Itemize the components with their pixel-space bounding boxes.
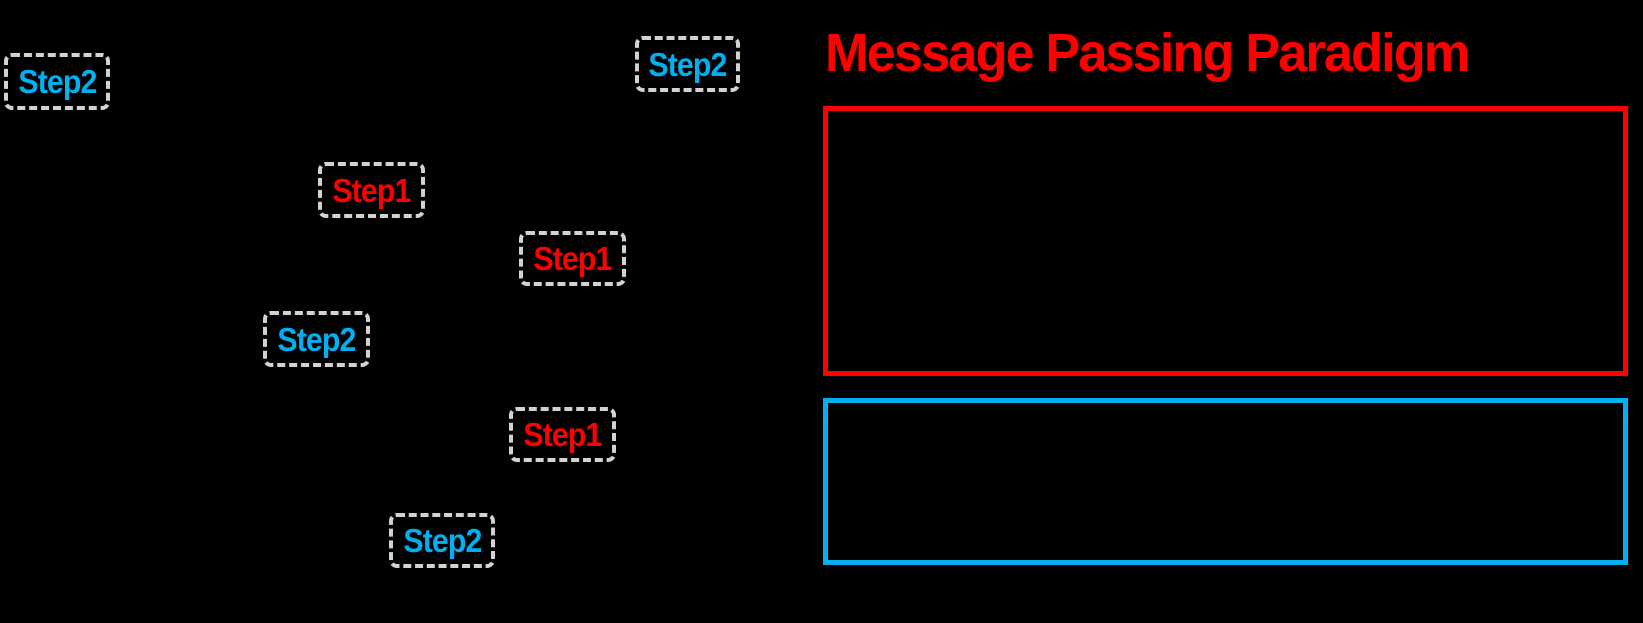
step2-mid-left-box: Step2: [263, 311, 370, 367]
step2-bottom-box: Step2: [389, 513, 495, 568]
step2-mid-left-label: Step2: [277, 320, 356, 358]
step2-bottom-label: Step2: [402, 522, 482, 559]
step1-lower-label: Step1: [523, 416, 602, 453]
step1-upper-box: Step1: [318, 162, 425, 218]
slide-title: Message Passing Paradigm: [825, 23, 1470, 83]
step2-top-middle-label: Step2: [648, 45, 727, 83]
blue-panel: [823, 398, 1628, 565]
step1-middle-box: Step1: [519, 231, 626, 286]
step2-top-middle-box: Step2: [635, 36, 740, 92]
step1-lower-box: Step1: [509, 407, 616, 462]
step1-upper-label: Step1: [332, 171, 411, 209]
step2-top-left-label: Step2: [17, 63, 97, 100]
step2-top-left-box: Step2: [4, 53, 110, 110]
step1-middle-label: Step1: [533, 240, 612, 277]
red-panel: [823, 106, 1628, 376]
